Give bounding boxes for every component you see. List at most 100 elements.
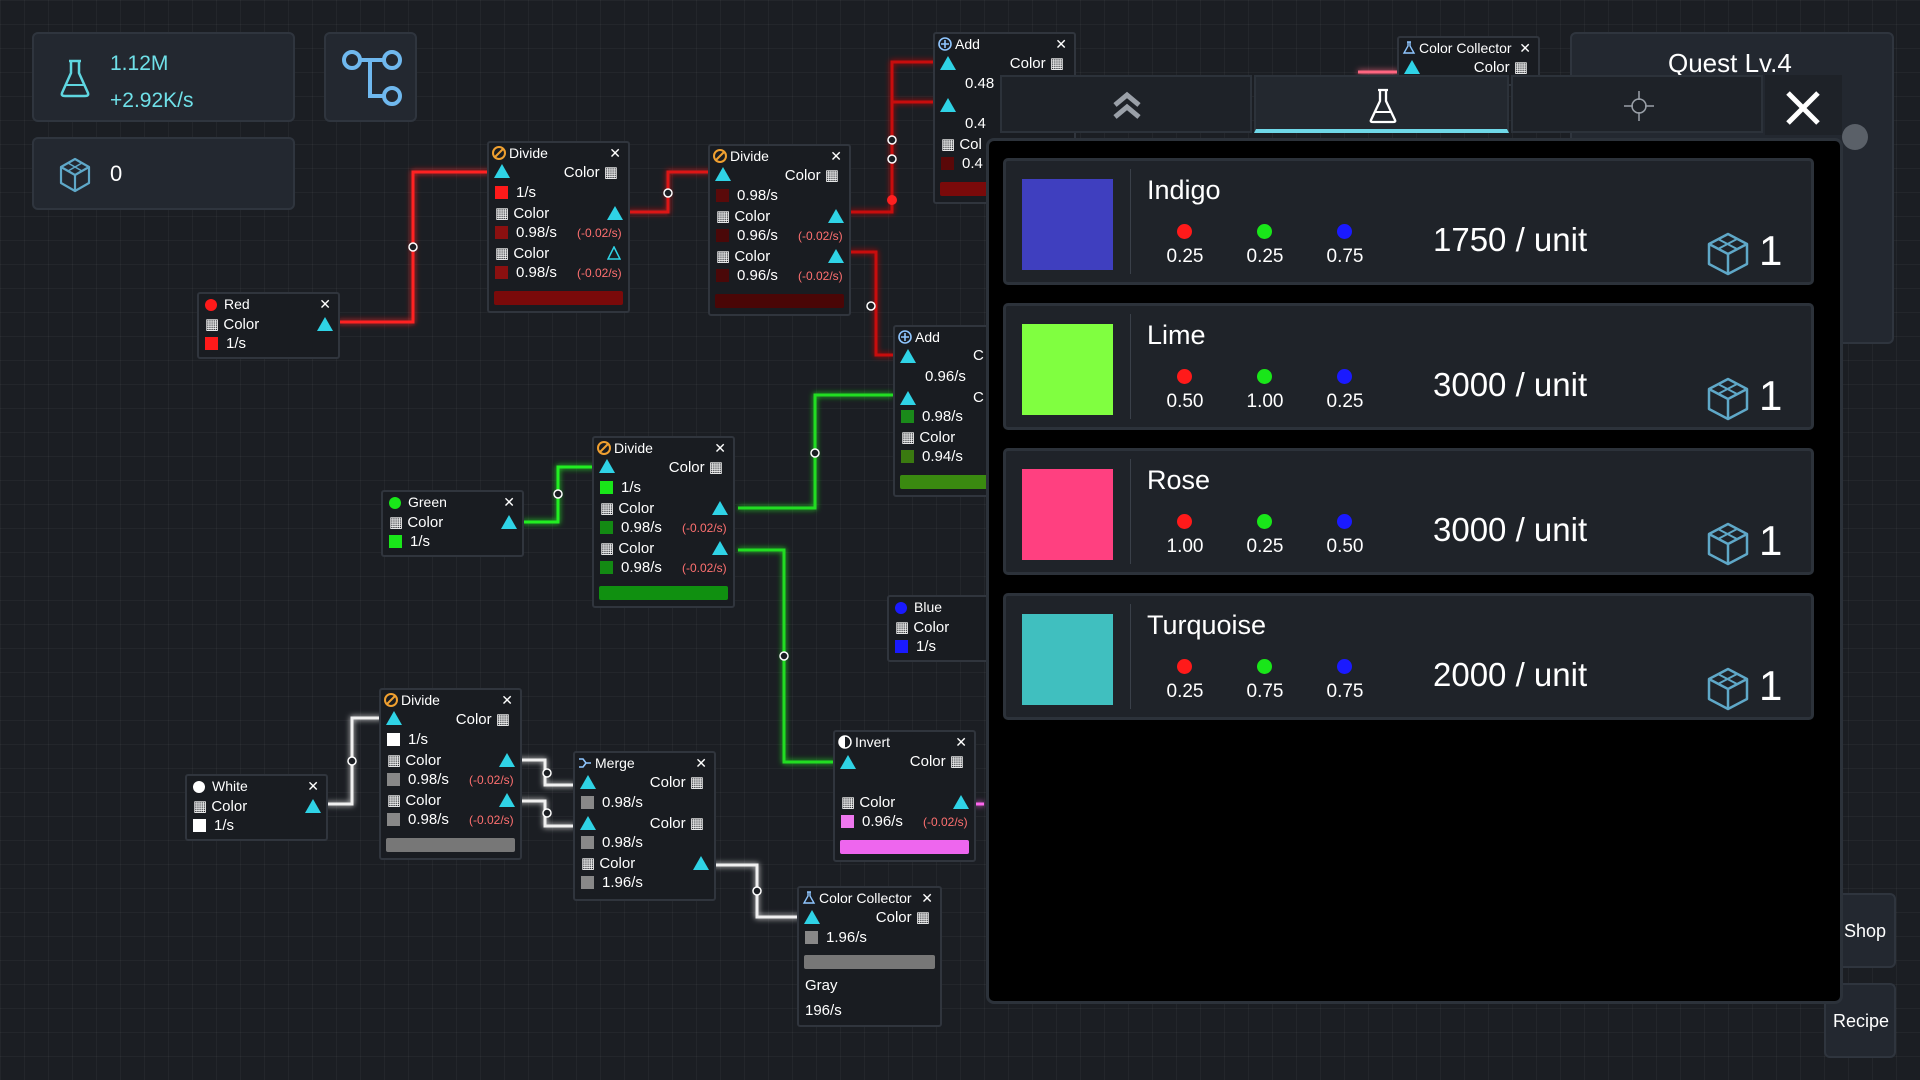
output-rate: 0.98/s [516,264,557,281]
output-label: Color [407,514,444,531]
divide-node[interactable]: Divide ✕ Color ▦ 1/s ▦ Color 0.98/s (-0.… [487,141,630,313]
color-grid-icon: ▦ [205,316,220,333]
node-title: Color Collector [1419,40,1512,56]
input-label: Color [563,164,600,181]
output-port[interactable] [501,515,517,529]
output-rate: 0.94/s [922,448,963,465]
output-port-empty[interactable] [607,246,621,260]
close-node-icon[interactable]: ✕ [955,734,967,750]
output-port[interactable] [607,206,623,220]
white-source-node[interactable]: White ✕ ▦ Color 1/s [185,774,328,841]
close-node-icon[interactable]: ✕ [714,440,726,456]
merge-node[interactable]: Merge ✕ Color ▦ 0.98/s Color ▦ 0.98/s ▦ … [573,751,716,901]
input-port[interactable] [599,459,615,473]
close-node-icon[interactable]: ✕ [830,148,842,164]
color-collector-node[interactable]: Color Collector ✕ Color ▦ 1.96/s Gray 19… [797,886,942,1027]
blue-amount: 0.25 [1326,391,1364,412]
crosshair-icon [1624,91,1654,121]
close-node-icon[interactable]: ✕ [319,296,331,312]
output-rate: 0.96/s [862,813,903,830]
red-amount: 0.25 [1166,246,1204,267]
green-source-node[interactable]: Green ✕ ▦ Color 1/s [381,490,524,557]
input-port[interactable] [1404,60,1420,74]
output-port[interactable] [712,501,728,515]
output-rate: 0.4 [962,155,983,172]
output-port[interactable] [693,856,709,870]
divide-node[interactable]: Divide ✕ Color ▦ 1/s ▦ Color 0.98/s (-0.… [379,688,522,860]
output-port[interactable] [953,795,969,809]
divide-node[interactable]: Divide ✕ Color ▦ 0.98/s ▦ Color 0.96/s (… [708,144,851,316]
input-port[interactable] [840,755,856,769]
red-amount: 0.50 [1166,391,1204,412]
close-node-icon[interactable]: ✕ [1519,40,1531,56]
close-node-icon[interactable]: ✕ [921,890,933,906]
input-port[interactable] [580,816,596,830]
close-node-icon[interactable]: ✕ [609,145,621,161]
output-port[interactable] [828,209,844,223]
input-rate: 0.98/s [602,794,643,811]
white-dot-icon [193,781,205,793]
input-port[interactable] [900,391,916,405]
red-source-node[interactable]: Red ✕ ▦ Color 1/s [197,292,340,359]
recipe-name: Rose [1147,465,1211,495]
quest-toggle[interactable] [1842,124,1868,150]
rate-delta: (-0.02/s) [469,773,514,787]
close-node-icon[interactable]: ✕ [501,692,513,708]
recipe-name: Turquoise [1147,610,1267,640]
progress-bar [494,291,623,305]
rate-delta: (-0.02/s) [798,229,843,243]
node-title: Color Collector [819,890,912,906]
output-rate: 1.96/s [602,874,643,891]
input-rate: 1/s [621,479,642,496]
recipe-card-turquoise[interactable]: Turquoise 0.25 0.75 0.75 2000 / unit 1 [1003,593,1814,720]
node-title: Add [955,36,980,52]
input-port[interactable] [494,164,510,178]
close-icon [1786,91,1820,125]
recipe-quantity: 1 [1759,372,1783,419]
input-port[interactable] [940,56,956,70]
input-label: Color [668,459,705,476]
invert-node[interactable]: Invert ✕ Color ▦ ▦ Color 0.96/s (-0.02/s… [833,730,976,862]
flask-icon [802,891,816,904]
close-node-icon[interactable]: ✕ [695,755,707,771]
node-title: Divide [509,145,548,161]
node-title: Divide [614,440,653,456]
recipe-card-lime[interactable]: Lime 0.50 1.00 0.25 3000 / unit 1 [1003,303,1814,430]
output-port[interactable] [499,793,515,807]
cube-icon [1707,232,1749,276]
input-port[interactable] [940,98,956,112]
flask-icon [1369,88,1397,124]
input-port[interactable] [580,775,596,789]
green-amount: 1.00 [1246,391,1284,412]
green-dot-icon [1257,224,1272,239]
divide-node[interactable]: Divide ✕ Color ▦ 1/s ▦ Color 0.98/s (-0.… [592,436,735,608]
output-port[interactable] [305,799,321,813]
tab-targets[interactable] [1511,75,1763,133]
close-node-icon[interactable]: ✕ [503,494,515,510]
input-port[interactable] [715,167,731,181]
output-port[interactable] [712,541,728,555]
input-port[interactable] [386,711,402,725]
close-modal-button[interactable] [1765,75,1842,135]
output-port[interactable] [499,753,515,767]
tab-recipes[interactable] [1254,75,1509,133]
output-rate: 1/s [226,335,247,352]
node-title: Blue [914,599,943,615]
close-node-icon[interactable]: ✕ [307,778,319,794]
green-amount: 0.25 [1246,246,1284,267]
input-label: Color [1473,59,1510,76]
input-port[interactable] [804,910,820,924]
recipe-quantity: 1 [1759,662,1783,709]
output-port[interactable] [828,249,844,263]
recipe-card-indigo[interactable]: Indigo 0.25 0.25 0.75 1750 / unit 1 [1003,158,1814,285]
node-title: Red [224,296,250,312]
color-swatch [1022,179,1113,270]
node-graph-button[interactable] [324,32,417,122]
green-dot-icon [1257,514,1272,529]
tab-upgrades[interactable] [1000,75,1252,133]
input-port[interactable] [900,349,916,363]
green-dot-icon [389,497,401,509]
recipe-card-rose[interactable]: Rose 1.00 0.25 0.50 3000 / unit 1 [1003,448,1814,575]
output-port[interactable] [317,317,333,331]
close-node-icon[interactable]: ✕ [1055,36,1067,52]
